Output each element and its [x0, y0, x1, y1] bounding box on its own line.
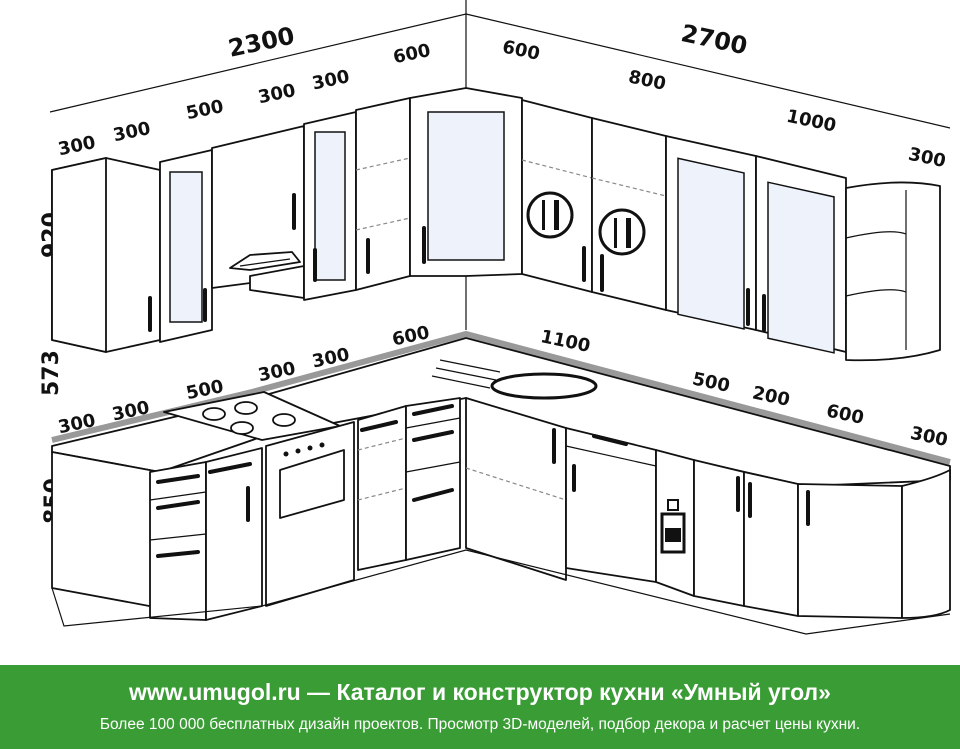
base-cabinet-right-3: [743, 471, 799, 617]
base-cabinets-right: [465, 397, 951, 619]
dim-total-right: 2700: [679, 19, 750, 60]
dim-upper-6: 600: [391, 40, 432, 68]
fork-knife-plate-icon-2: [598, 208, 646, 256]
corner-open-shelf: [845, 181, 941, 362]
dim-upper-5: 300: [310, 66, 351, 94]
glass-door-5: [767, 181, 835, 354]
dim-upper-4: 300: [256, 80, 297, 108]
base-end-cabinet: [901, 469, 951, 619]
footer-title[interactable]: www.umugol.ru — Каталог и конструктор ку…: [129, 679, 831, 705]
glass-door-1: [169, 171, 203, 323]
glass-door-2: [314, 131, 346, 281]
base-drawers-1: [149, 461, 207, 621]
dim-upper-2: 300: [111, 118, 152, 146]
cooktop-burner-icon: [163, 391, 341, 441]
bottle-icon: [660, 499, 686, 554]
fork-knife-plate-icon: [526, 191, 574, 239]
dim-upper-right-2: 800: [627, 67, 668, 95]
sink-icon: [431, 359, 598, 400]
base-cabinet-right-1: [465, 397, 567, 581]
glass-door-3: [427, 111, 505, 261]
dim-upper-right-1: 600: [501, 37, 542, 65]
plinth: [51, 549, 951, 635]
base-drawers-2: [405, 397, 461, 561]
dishwasher: [565, 427, 657, 583]
glass-door-4: [677, 157, 745, 330]
dim-upper-right-4: 300: [907, 144, 948, 172]
kitchen-drawing: 2300 2700 300 300 500 300 300 600 600 80…: [39, 0, 951, 635]
dim-base-right-4: 600: [825, 401, 866, 429]
base-cabinet-right-4: [797, 483, 903, 619]
footer-subtitle: Более 100 000 бесплатных дизайн проектов…: [99, 716, 861, 733]
range-hood-icon: [229, 251, 301, 271]
upper-cabinet-5: [355, 97, 411, 291]
upper-cabinets-right: [521, 99, 941, 362]
base-cabinet-1: [51, 451, 161, 609]
base-cabinet-2: [205, 447, 263, 621]
base-cabinets-left: [51, 397, 461, 621]
countertop-edge: [51, 330, 951, 465]
dim-upper-right-3: 1000: [785, 106, 838, 137]
footer-banner: www.umugol.ru — Каталог и конструктор ку…: [0, 665, 960, 749]
dim-base-right-3: 200: [751, 383, 792, 411]
dim-upper-1: 300: [56, 132, 97, 160]
dim-base-right-5: 300: [909, 423, 950, 451]
dim-upper-3: 500: [184, 96, 225, 124]
dim-height-backsplash: 573: [39, 350, 64, 396]
